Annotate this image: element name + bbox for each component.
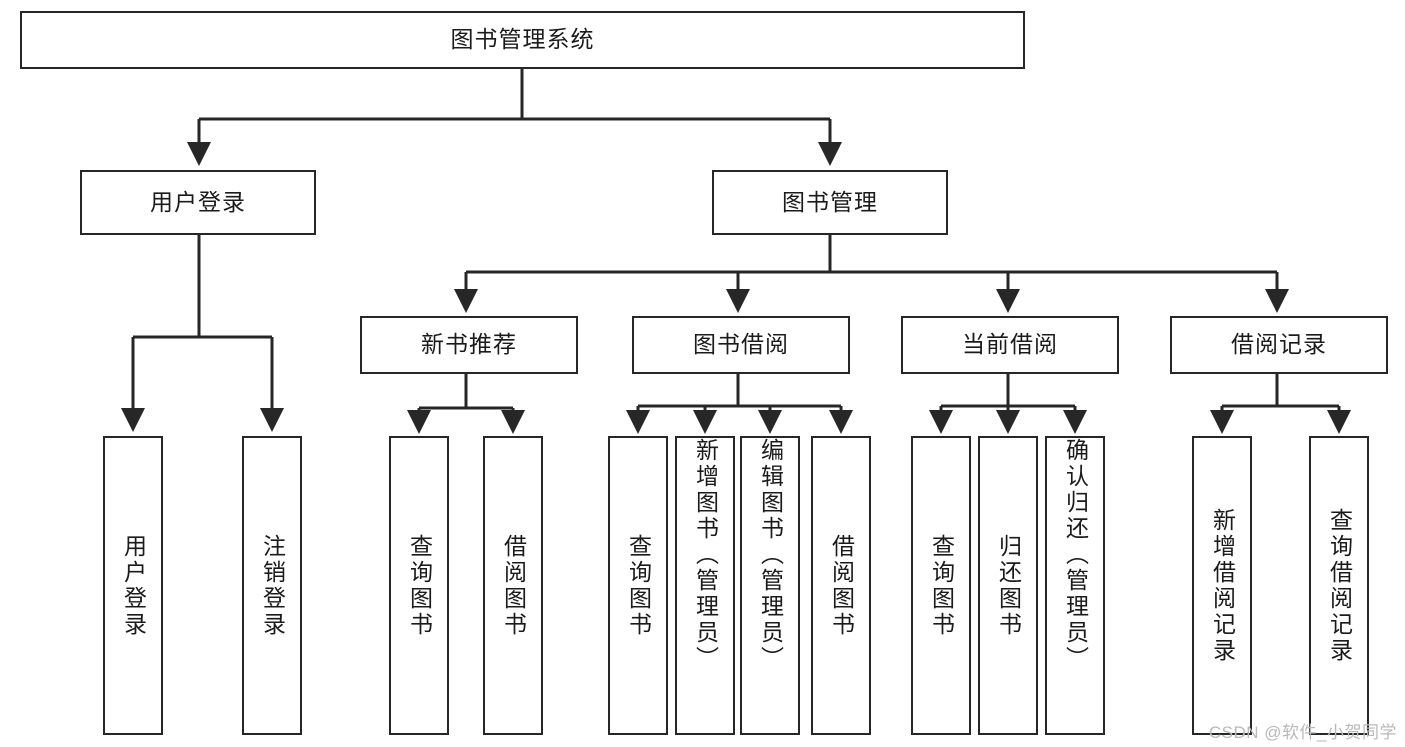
leaf-query-book-3[interactable]: 查询图书 [911, 436, 971, 735]
leaf-logout[interactable]: 注销登录 [242, 436, 302, 735]
leaf-query-book-2[interactable]: 查询图书 [608, 436, 668, 735]
node-new-book-rec-label: 新书推荐 [421, 331, 517, 358]
leaf-add-record-label: 新增借阅记录 [1209, 507, 1236, 664]
leaf-user-login-label: 用户登录 [120, 533, 147, 638]
leaf-edit-book[interactable]: 编辑图书（管理员） [740, 436, 800, 735]
leaf-borrow-book-2[interactable]: 借阅图书 [811, 436, 871, 735]
node-book-manage[interactable]: 图书管理 [712, 170, 948, 235]
leaf-query-book-1[interactable]: 查询图书 [389, 436, 449, 735]
leaf-query-book-3-label: 查询图书 [928, 533, 955, 638]
leaf-add-book[interactable]: 新增图书（管理员） [675, 436, 735, 735]
node-user-login[interactable]: 用户登录 [80, 170, 316, 235]
node-root[interactable]: 图书管理系统 [20, 11, 1025, 69]
node-book-manage-label: 图书管理 [782, 188, 878, 215]
leaf-edit-book-label: 编辑图书（管理员） [757, 438, 784, 672]
node-borrow-record[interactable]: 借阅记录 [1170, 316, 1388, 374]
leaf-add-record[interactable]: 新增借阅记录 [1192, 436, 1252, 735]
leaf-query-record[interactable]: 查询借阅记录 [1309, 436, 1369, 735]
node-new-book-rec[interactable]: 新书推荐 [360, 316, 578, 374]
leaf-borrow-book-1[interactable]: 借阅图书 [483, 436, 543, 735]
node-user-login-label: 用户登录 [150, 188, 246, 215]
node-current-borrow-label: 当前借阅 [962, 331, 1058, 358]
leaf-logout-label: 注销登录 [259, 533, 286, 638]
leaf-borrow-book-1-label: 借阅图书 [500, 533, 527, 638]
leaf-query-book-2-label: 查询图书 [625, 533, 652, 638]
leaf-return-book-label: 归还图书 [995, 533, 1022, 638]
leaf-return-book[interactable]: 归还图书 [978, 436, 1038, 735]
leaf-confirm-return-label: 确认归还（管理员） [1062, 438, 1089, 672]
node-book-borrow-label: 图书借阅 [693, 331, 789, 358]
leaf-confirm-return[interactable]: 确认归还（管理员） [1045, 436, 1105, 735]
leaf-user-login[interactable]: 用户登录 [103, 436, 163, 735]
node-book-borrow[interactable]: 图书借阅 [632, 316, 850, 374]
node-current-borrow[interactable]: 当前借阅 [901, 316, 1119, 374]
leaf-add-book-label: 新增图书（管理员） [692, 438, 719, 672]
node-borrow-record-label: 借阅记录 [1231, 331, 1327, 358]
node-root-label: 图书管理系统 [450, 26, 595, 53]
leaf-query-record-label: 查询借阅记录 [1326, 507, 1353, 664]
leaf-query-book-1-label: 查询图书 [406, 533, 433, 638]
leaf-borrow-book-2-label: 借阅图书 [828, 533, 855, 638]
csdn-watermark: CSDN @软件_小贺同学 [1208, 723, 1397, 742]
